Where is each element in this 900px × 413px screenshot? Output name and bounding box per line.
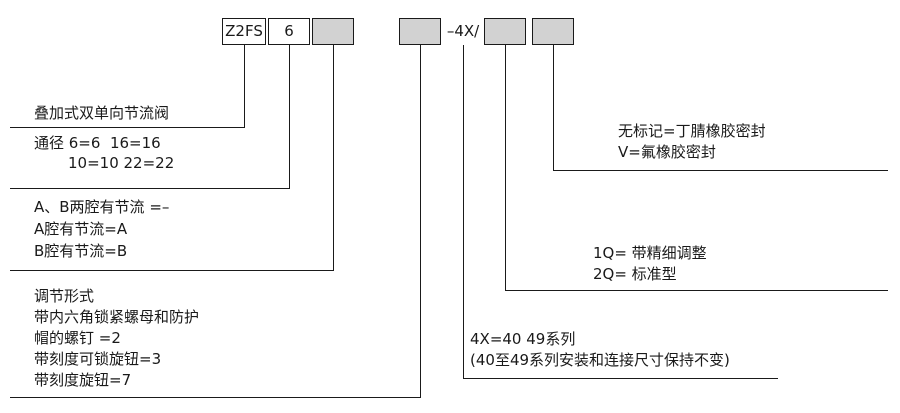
callout-series-line: 4X=40 49系列 — [470, 330, 576, 348]
connector-hline-model — [10, 127, 245, 128]
connector-hline-size — [10, 188, 290, 189]
callout-adjustment-type-line: 带刻度可锁旋钮=3 — [34, 350, 162, 368]
connector-hline-adjustment-type — [10, 397, 421, 398]
callout-adjustment-type-line: 带刻度旋钮=7 — [34, 371, 132, 389]
callout-adjustment-variant-line: 1Q= 带精细调整 — [593, 244, 707, 262]
callout-seal-material-line: 无标记=丁腈橡胶密封 — [618, 122, 766, 140]
callout-adjustment-variant-line: 2Q= 标准型 — [593, 265, 677, 283]
connector-hline-throttle-position — [10, 270, 334, 271]
connector-vline-series — [463, 45, 464, 378]
connector-vline-seal — [553, 45, 554, 170]
connector-hline-seal — [553, 170, 888, 171]
callout-seal-material: 无标记=丁腈橡胶密封 V=氟橡胶密封 — [618, 121, 766, 163]
code-box-adjustment-type — [399, 18, 441, 45]
connector-hline-series — [463, 378, 778, 379]
callout-series: 4X=40 49系列 (40至49系列安装和连接尺寸保持不变) — [470, 329, 730, 371]
callout-adjustment-variant: 1Q= 带精细调整 2Q= 标准型 — [593, 243, 707, 285]
connector-vline-throttle-position — [333, 45, 334, 270]
callout-throttle-position-line: A、B两腔有节流 =– — [34, 198, 170, 216]
connector-vline-size — [289, 45, 290, 188]
callout-seal-material-line: V=氟橡胶密封 — [618, 143, 716, 161]
code-box-adjustment-variant — [484, 18, 526, 45]
callout-throttle-position-line: A腔有节流=A — [34, 220, 128, 238]
connector-vline-adjustment-type — [420, 45, 421, 397]
callout-valve-type-line: 叠加式双单向节流阀 — [34, 104, 170, 122]
callout-series-line: (40至49系列安装和连接尺寸保持不变) — [470, 351, 730, 369]
code-box-throttle-position — [312, 18, 354, 45]
connector-hline-adjustment-variant — [505, 290, 888, 291]
code-box-size: 6 — [268, 18, 310, 45]
connector-vline-model — [244, 45, 245, 127]
code-box-seal — [532, 18, 574, 45]
callout-nominal-size-line: 10=10 22=22 — [68, 154, 175, 172]
callout-throttle-position: A、B两腔有节流 =– A腔有节流=A B腔有节流=B — [34, 196, 169, 262]
code-text-series: –4X/ — [446, 22, 480, 40]
callout-valve-type: 叠加式双单向节流阀 — [34, 103, 169, 124]
code-box-model: Z2FS — [222, 18, 266, 45]
callout-adjustment-type-line: 调节形式 — [34, 287, 95, 305]
callout-adjustment-type-line: 带内六角锁紧螺母和防护 — [34, 308, 200, 326]
callout-adjustment-type: 调节形式 带内六角锁紧螺母和防护 帽的螺钉 =2 带刻度可锁旋钮=3 带刻度旋钮… — [34, 286, 199, 391]
callout-nominal-size-line: 通径 6=6 16=16 — [34, 134, 161, 152]
connector-vline-adjustment-variant — [505, 45, 506, 290]
callout-throttle-position-line: B腔有节流=B — [34, 242, 128, 260]
callout-adjustment-type-line: 帽的螺钉 =2 — [34, 329, 121, 347]
callout-nominal-size: 通径 6=6 16=16 10=10 22=22 — [34, 133, 174, 173]
